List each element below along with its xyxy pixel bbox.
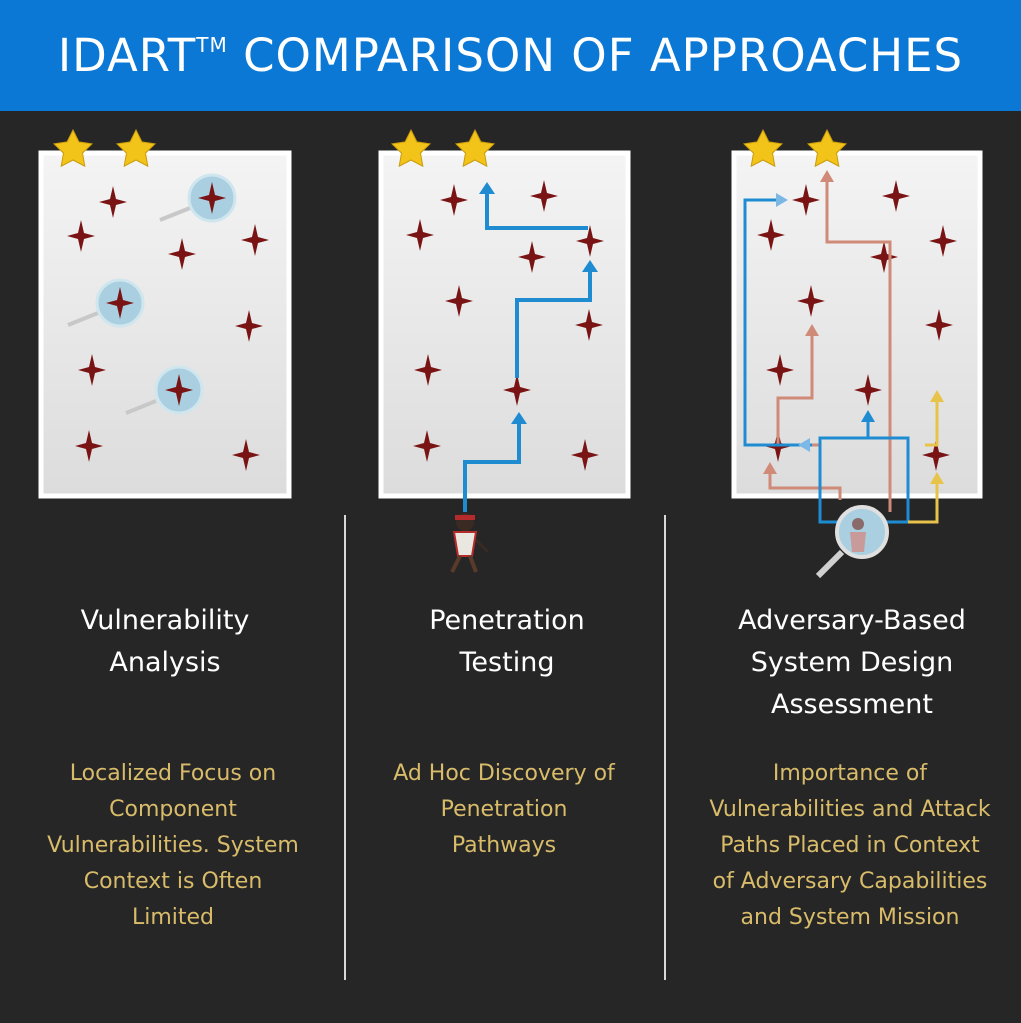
yellow-attack-path [908,482,939,524]
magnifier-icon [67,278,145,328]
panel-penetration-testing [378,129,631,573]
penetration-path [463,192,592,512]
path-arrowheads [479,182,598,424]
trademark-mark: TM [196,33,228,57]
column-divider [344,515,346,980]
magnifier-icon [159,173,237,223]
description-vulnerability-analysis: Localized Focus on Component Vulnerabili… [47,761,299,930]
description-adversary-based-assessment: Importance of Vulnerabilities and Attack… [709,761,991,930]
adversary-magnifier-icon [815,505,889,579]
heading-vulnerability-analysis: Vulnerability Analysis [80,605,250,678]
title-brand: IDART [57,29,197,82]
page-title: IDARTTM COMPARISON OF APPROACHES [58,29,963,82]
heading-penetration-testing: Penetration Testing [429,605,585,678]
approach-diagrams [38,129,983,579]
magnifier-icon [125,365,204,415]
header-banner: IDARTTM COMPARISON OF APPROACHES [0,0,1021,111]
panel-adversary-based-assessment [731,129,983,579]
title-text: COMPARISON OF APPROACHES [227,29,964,82]
path-arrowheads [763,170,944,484]
heading-adversary-based-assessment: Adversary-Based System Design Assessment [738,605,966,720]
description-penetration-testing: Ad Hoc Discovery of Penetration Pathways [393,761,615,858]
column-divider [664,515,666,980]
attacker-icon [450,513,490,573]
panel-vulnerability-analysis [38,129,292,499]
yellow-attack-path [925,400,939,447]
